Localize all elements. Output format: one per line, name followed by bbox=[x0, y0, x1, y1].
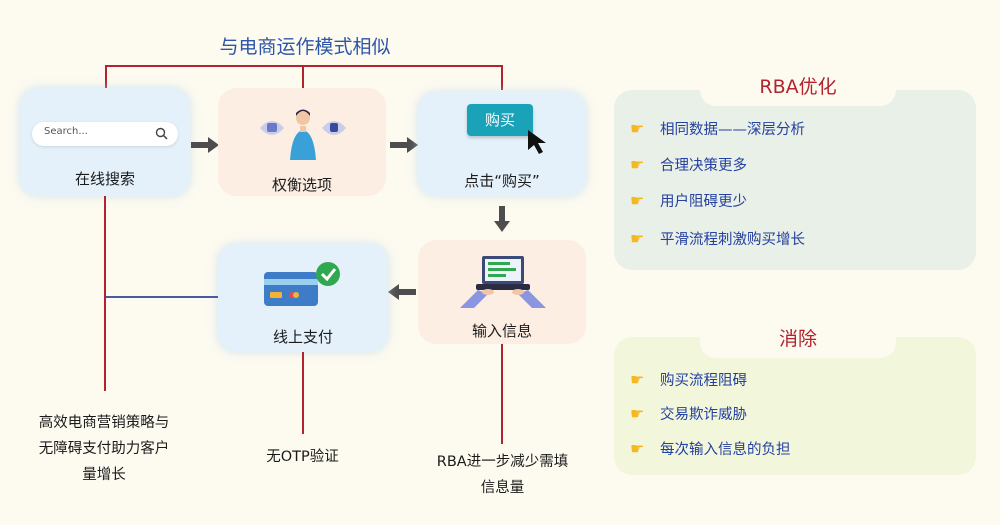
input-step-label: 输入信息 bbox=[471, 322, 532, 340]
search-to-payment-connector bbox=[106, 296, 218, 298]
left-note-connector bbox=[104, 196, 106, 391]
search-bar[interactable]: Search... bbox=[32, 122, 178, 146]
eliminate-panel-title: 消除 bbox=[700, 320, 896, 358]
pointing-hand-icon: ☛ bbox=[630, 155, 645, 174]
arrow-down-icon bbox=[494, 206, 510, 232]
left-note: 高效电商营销策略与 无障碍支付助力客户 量增长 bbox=[38, 415, 170, 483]
rba-item: ☛相同数据——深层分析 bbox=[630, 119, 805, 138]
pointing-hand-icon: ☛ bbox=[630, 370, 645, 389]
top-bracket-right-leg bbox=[501, 65, 503, 90]
person-thinking-icon bbox=[260, 109, 346, 160]
search-step-card: Search... 在线搜索 bbox=[20, 88, 190, 196]
arrow-right-icon bbox=[191, 137, 219, 153]
rba-item: ☛平滑流程刺激购买增长 bbox=[630, 229, 805, 248]
buy-step-card: 购买 点击“购买” bbox=[418, 92, 586, 196]
flow-title: 与电商运作模式相似 bbox=[219, 36, 391, 58]
buy-button[interactable]: 购买 bbox=[467, 104, 533, 136]
arrow-right-icon bbox=[390, 137, 418, 153]
right-note: RBA进一步减少需填 信息量 bbox=[436, 454, 569, 496]
top-bracket-middle-leg bbox=[302, 65, 304, 90]
cursor-arrow-icon bbox=[528, 130, 546, 154]
rba-panel: ☛相同数据——深层分析 ☛合理决策更多 ☛用户阻碍更少 ☛平滑流程刺激购买增长 bbox=[614, 90, 976, 270]
weigh-step-label: 权衡选项 bbox=[271, 176, 332, 194]
middle-note: 无OTP验证 bbox=[266, 449, 339, 465]
payment-step-label: 线上支付 bbox=[272, 328, 333, 346]
input-step-card: 输入信息 bbox=[418, 240, 586, 344]
top-bracket-horizontal bbox=[105, 65, 503, 67]
search-placeholder: Search... bbox=[44, 126, 88, 137]
payment-step-card: 线上支付 bbox=[218, 244, 388, 352]
right-note-connector bbox=[501, 344, 503, 444]
eliminate-item: ☛每次输入信息的负担 bbox=[630, 439, 791, 458]
search-step-label: 在线搜索 bbox=[74, 170, 135, 188]
weigh-step-card: 权衡选项 bbox=[218, 88, 386, 196]
pointing-hand-icon: ☛ bbox=[630, 229, 645, 248]
pointing-hand-icon: ☛ bbox=[630, 191, 645, 210]
rba-panel-title: RBA优化 bbox=[700, 68, 896, 106]
search-icon bbox=[155, 127, 168, 140]
eliminate-panel: ☛购买流程阻碍 ☛交易欺诈威胁 ☛每次输入信息的负担 bbox=[614, 337, 976, 475]
arrow-left-icon bbox=[388, 284, 416, 300]
credit-card-check-icon bbox=[264, 262, 340, 306]
buy-step-label: 点击“购买” bbox=[464, 172, 540, 190]
rba-item: ☛用户阻碍更少 bbox=[630, 191, 747, 210]
eliminate-item: ☛购买流程阻碍 bbox=[630, 370, 747, 389]
laptop-typing-icon bbox=[460, 256, 546, 308]
middle-note-connector bbox=[302, 352, 304, 434]
pointing-hand-icon: ☛ bbox=[630, 439, 645, 458]
eliminate-item: ☛交易欺诈威胁 bbox=[630, 404, 747, 423]
buy-button-label: 购买 bbox=[484, 111, 515, 129]
pointing-hand-icon: ☛ bbox=[630, 404, 645, 423]
rba-item: ☛合理决策更多 bbox=[630, 155, 747, 174]
top-bracket-left-leg bbox=[105, 65, 107, 90]
pointing-hand-icon: ☛ bbox=[630, 119, 645, 138]
